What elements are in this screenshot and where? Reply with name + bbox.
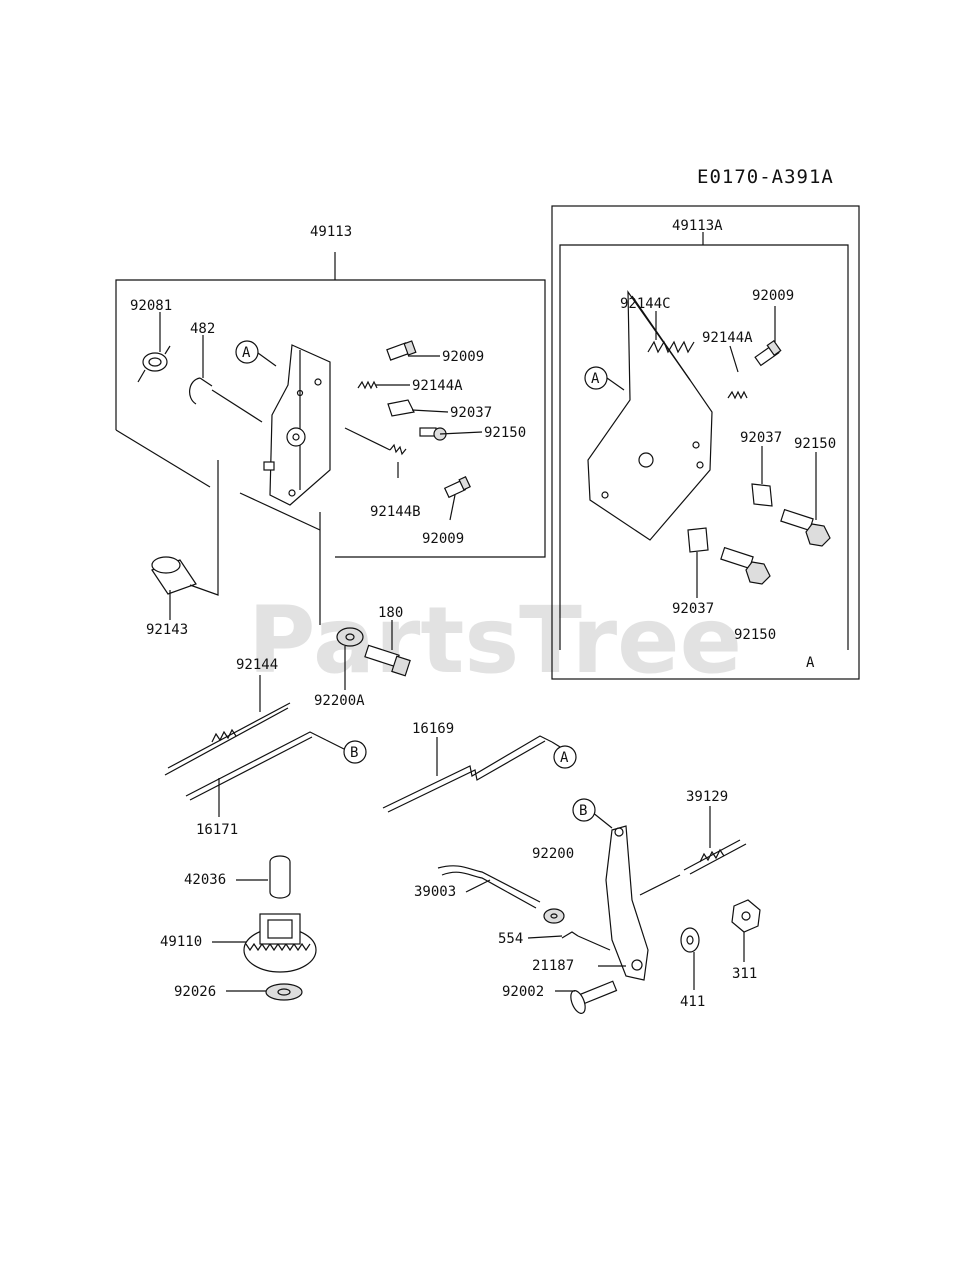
panel-a-label: A [806,655,815,671]
label-92144c: 92144C [620,296,671,312]
svg-text:B: B [350,745,358,761]
rod-92144 [164,702,291,776]
label-92200: 92200 [532,846,574,862]
washer-92200 [543,908,565,924]
bolt-92002 [570,980,618,1014]
frame-49113 [115,252,546,558]
clamp-92037 [387,399,415,417]
bolt-92009-top [386,340,417,361]
label-311: 311 [732,966,757,982]
label-92037: 92037 [450,405,492,421]
label-92081: 92081 [130,298,172,314]
watermark: PartsTree [248,587,742,694]
washer-411 [680,927,700,953]
spring-92144a [357,380,378,390]
label-180: 180 [378,605,403,621]
label-16169: 16169 [412,721,454,737]
label-92009-alt: 92009 [752,288,794,304]
clip-482 [189,377,263,423]
frame-49113a [551,205,860,680]
label-16171: 16171 [196,822,238,838]
pin-554 [561,931,611,951]
spring-92144c [647,340,695,354]
svg-text:A: A [560,750,569,766]
label-92009: 92009 [442,349,484,365]
label-554: 554 [498,931,523,947]
ref-circle-a-right: A [584,366,608,390]
label-92150-alt-2: 92150 [734,627,776,643]
svg-text:B: B [579,803,587,819]
ref-circle-b-rod: B [343,740,367,764]
label-482: 482 [190,321,215,337]
label-92144a: 92144A [412,378,463,394]
label-21187: 21187 [532,958,574,974]
diagram-code: E0170-A391A [697,166,834,188]
rod-16171 [185,731,345,801]
svg-text:A: A [591,371,600,387]
ref-circle-b-lever: B [572,798,596,822]
label-92026: 92026 [174,984,216,1000]
nut-311 [731,899,761,933]
label-92150-alt: 92150 [794,436,836,452]
washer-92200a [319,512,364,647]
control-plate [263,344,331,506]
bolt-92009-lower [443,475,471,499]
label-92009-lower: 92009 [422,531,464,547]
spring-92081 [137,345,171,383]
bolt-92150-alt-2 [720,546,771,585]
label-92037-alt: 92037 [740,430,782,446]
control-plate-alt [587,290,713,541]
gear-49110 [243,913,317,973]
clamp-92037-alt-2 [687,527,709,553]
label-92144a-alt: 92144A [702,330,753,346]
label-39129: 39129 [686,789,728,805]
label-49113a: 49113A [672,218,723,234]
label-42036: 42036 [184,872,226,888]
ref-circle-a-rod: A [553,745,577,769]
label-92200a: 92200A [314,693,365,709]
bolt-92150-alt [780,508,831,547]
clamp-92037-alt [751,483,773,507]
pin-42036 [269,855,291,899]
collar-92143 [151,460,219,596]
label-49113: 49113 [310,224,352,240]
washer-92026 [265,983,303,1001]
label-411: 411 [680,994,705,1010]
svg-text:A: A [242,345,251,361]
lever-21187 [605,825,649,981]
label-92144b: 92144B [370,504,421,520]
label-39003: 39003 [414,884,456,900]
ref-circle-a-left: A [235,340,259,364]
rod-16169 [382,735,566,813]
spring-39129 [639,839,747,896]
leader-lines [159,306,817,992]
rod-39003 [437,865,541,909]
label-92143: 92143 [146,622,188,638]
spring-92144a-alt [727,390,748,400]
label-92002: 92002 [502,984,544,1000]
label-92150: 92150 [484,425,526,441]
label-92144: 92144 [236,657,278,673]
bolt-92009-alt [754,339,782,367]
part-labels: 49113 92081 482 92009 92144A 92037 92150… [130,218,836,1010]
label-92037-alt-2: 92037 [672,601,714,617]
bolt-180 [364,644,411,677]
spring-92144b [344,427,407,456]
label-49110: 49110 [160,934,202,950]
